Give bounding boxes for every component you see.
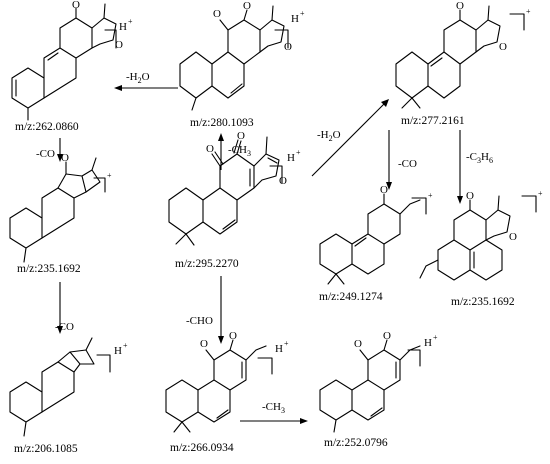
m206-charge-plus: + [123, 341, 128, 350]
m235b-furan-o: O [509, 231, 517, 243]
condition-h2o-right: -H2O [317, 129, 341, 143]
structure-m266 [165, 339, 267, 433]
m262-carbonyl-o: O [72, 0, 80, 11]
label-m252: m/z:252.0796 [324, 437, 388, 449]
m262-charge-plus: + [128, 17, 133, 26]
arrow-m235a-to-m206 [57, 282, 63, 334]
structure-m262 [11, 3, 117, 121]
label-m280: m/z:280.1093 [190, 117, 254, 129]
m266-charge: H [275, 343, 283, 355]
m206-bracket [96, 354, 111, 373]
condition-co-3: -CO [55, 321, 74, 333]
m277-furan-o: O [499, 41, 507, 53]
arrow-m295-to-m280 [218, 133, 224, 170]
m252-carbonyl-o2: O [383, 330, 391, 342]
arrow-m277-to-m249 [386, 130, 392, 190]
structure-m235b [419, 195, 511, 281]
label-m235b: m/z:235.1692 [451, 296, 515, 308]
m295-carbonyl-o1: O [206, 143, 214, 155]
label-m266: m/z:266.0934 [170, 442, 234, 454]
m266-charge-plus: + [284, 339, 289, 348]
m266-bracket [257, 357, 273, 375]
label-m235a: m/z:235.1692 [17, 263, 81, 275]
structure-m295 [168, 136, 280, 246]
arrow-m295-to-m277 [311, 99, 389, 177]
m266-carbonyl-o1: O [200, 338, 208, 350]
arrow-m295-to-m266 [218, 276, 224, 344]
m235b-bracket [521, 195, 537, 213]
condition-ch3-bottom: -CH3 [262, 401, 285, 415]
m235b-carbonyl-o: O [466, 190, 474, 202]
m295-bracket [269, 165, 283, 184]
label-m277: m/z:277.2161 [401, 115, 465, 127]
condition-cho: -CHO [186, 315, 213, 327]
arrow-m266-to-m252 [240, 418, 308, 424]
m280-carbonyl-o1: O [213, 8, 221, 20]
m235a-bracket [93, 177, 106, 193]
m252-bracket [407, 349, 421, 367]
m252-carbonyl-o1: O [354, 338, 362, 350]
m295-charge: H [287, 152, 295, 164]
condition-ch3-up: -CH3 [228, 144, 251, 158]
m249-charge-plus: + [428, 191, 433, 200]
m280-carbonyl-o2: O [243, 0, 251, 12]
m206-charge: H [114, 345, 122, 357]
m235b-charge-plus: + [538, 189, 543, 198]
structure-m252 [319, 339, 421, 433]
structure-m277 [395, 5, 501, 109]
label-m295: m/z:295.2270 [175, 258, 239, 270]
label-m249: m/z:249.1274 [319, 291, 383, 303]
m280-charge: H [291, 13, 299, 25]
m262-bracket [104, 29, 117, 49]
label-m206: m/z:206.1085 [14, 443, 78, 455]
label-m262: m/z:262.0860 [15, 121, 79, 133]
condition-c3h6: -C3H6 [466, 151, 493, 165]
m252-charge-plus: + [433, 333, 438, 342]
condition-co-1: -CO [36, 148, 55, 160]
condition-co-2: -CO [398, 158, 417, 170]
m249-carbonyl-o: O [380, 184, 388, 196]
m235a-carbonyl-o: O [61, 152, 69, 164]
arrow-m262-to-m235a [57, 138, 63, 162]
m280-charge-plus: + [300, 9, 305, 18]
structure-m280 [179, 5, 285, 111]
m295-charge-plus: + [296, 148, 301, 157]
m277-charge-plus: + [526, 7, 531, 16]
structure-m235a [9, 157, 101, 263]
condition-h2o-left: -H2O [126, 71, 150, 85]
m235a-charge-plus: + [107, 171, 112, 180]
m262-furan-o: O [115, 39, 123, 51]
m277-bracket [509, 13, 525, 31]
m262-charge: H [119, 21, 127, 33]
m280-bracket [274, 29, 289, 49]
m252-charge: H [424, 337, 432, 349]
m266-carbonyl-o2: O [229, 330, 237, 342]
arrow-m277-to-m235b [457, 130, 463, 204]
m249-bracket [411, 197, 427, 215]
structure-m249 [319, 193, 421, 285]
arrow-m280-to-m262 [114, 85, 178, 91]
m295-carbonyl-o2: O [237, 130, 245, 142]
m277-carbonyl-o: O [456, 0, 464, 12]
structure-m206 [9, 337, 95, 437]
m295-furan-o: O [279, 175, 287, 187]
